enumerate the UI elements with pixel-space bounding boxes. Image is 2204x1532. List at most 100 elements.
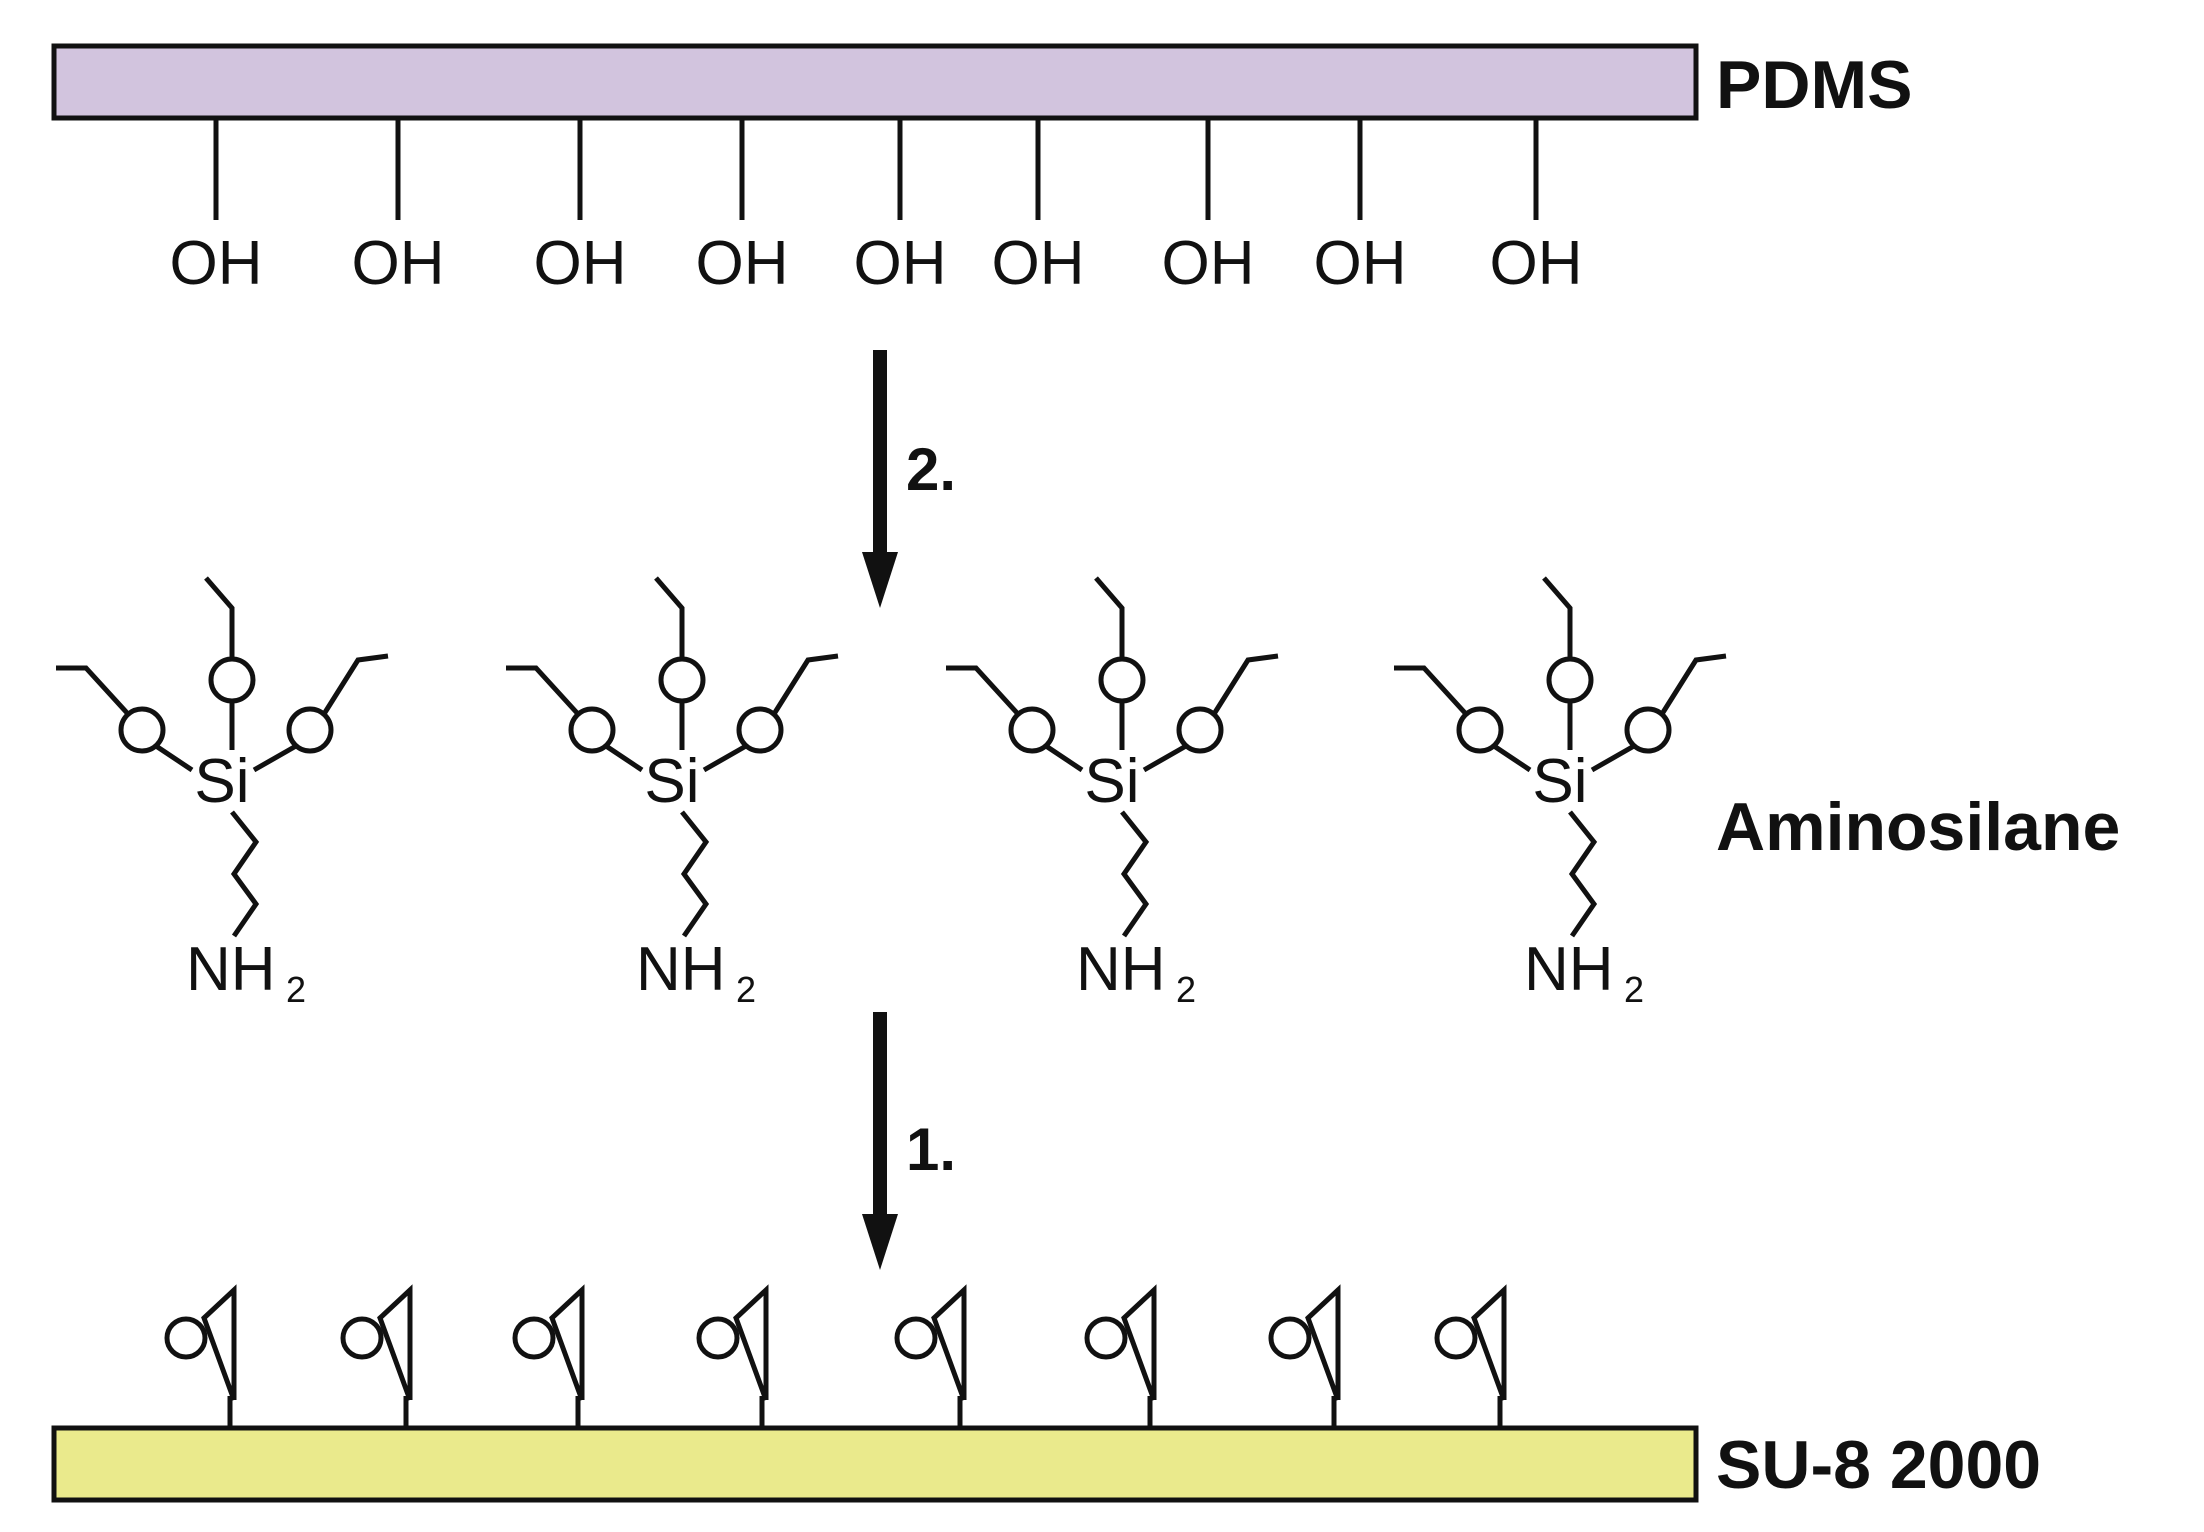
bond	[702, 743, 748, 773]
oxygen-atom	[736, 706, 784, 754]
ethyl-chain	[1094, 576, 1125, 658]
propyl-chain	[230, 810, 260, 938]
amine-subscript: 2	[736, 969, 756, 1010]
hydroxyl-group: OH	[170, 120, 263, 298]
amine-label: NH	[186, 935, 276, 1004]
epoxide-group	[696, 1284, 769, 1426]
propyl-chain	[1120, 810, 1150, 938]
bond	[1590, 743, 1636, 773]
epoxide-ring	[201, 1284, 237, 1401]
oxygen-atom	[286, 706, 334, 754]
epoxide-group	[164, 1284, 237, 1426]
ethyl-chain	[1542, 576, 1573, 658]
oxygen-atom	[1434, 1316, 1478, 1360]
epoxide-groups	[164, 1284, 1507, 1426]
silicon-label: Si	[644, 747, 699, 816]
silicon-label: Si	[1532, 747, 1587, 816]
hydroxyl-group: OH	[854, 120, 947, 298]
oxygen-atom	[1084, 1316, 1128, 1360]
oxygen-atom	[118, 706, 166, 754]
bond	[252, 743, 298, 773]
hydroxyl-label: OH	[992, 229, 1085, 298]
epoxide-group	[512, 1284, 585, 1426]
oxygen-atom	[1008, 706, 1056, 754]
hydroxyl-label: OH	[1314, 229, 1407, 298]
step-2-arrow: 2.	[862, 350, 956, 608]
pdms-bar	[51, 43, 1699, 121]
hydroxyl-label: OH	[534, 229, 627, 298]
oxygen-atom	[696, 1316, 740, 1360]
hydroxyl-groups: OH OH OH OH OH OH OH OH OH	[170, 120, 1583, 298]
silicon-label: Si	[1084, 747, 1139, 816]
amine-subscript: 2	[1624, 969, 1644, 1010]
ethyl-chain	[1659, 653, 1727, 716]
epoxide-ring	[931, 1284, 967, 1401]
propyl-chain	[1568, 810, 1598, 938]
epoxide-group	[894, 1284, 967, 1426]
ethyl-chain	[1211, 653, 1279, 716]
amine-subscript: 2	[286, 969, 306, 1010]
step-1-arrowhead	[862, 1214, 898, 1270]
su8-bar	[51, 1425, 1699, 1503]
ethyl-chain	[506, 665, 580, 716]
hydroxyl-label: OH	[352, 229, 445, 298]
epoxide-group	[1268, 1284, 1341, 1426]
amine-label: NH	[636, 935, 726, 1004]
hydroxyl-label: OH	[170, 229, 263, 298]
epoxide-group	[1434, 1284, 1507, 1426]
hydroxyl-group: OH	[696, 120, 789, 298]
oxygen-atom	[1624, 706, 1672, 754]
bond	[1142, 743, 1188, 773]
pdms-label: PDMS	[1716, 47, 1912, 123]
aminosilane-label: Aminosilane	[1716, 789, 2120, 865]
ethyl-chain	[1394, 665, 1468, 716]
oxygen-atom	[1456, 706, 1504, 754]
epoxide-ring	[733, 1284, 769, 1401]
oxygen-atom	[164, 1316, 208, 1360]
epoxide-ring	[1305, 1284, 1341, 1401]
bond	[604, 743, 644, 773]
oxygen-atom	[512, 1316, 556, 1360]
oxygen-atom	[1268, 1316, 1312, 1360]
hydroxyl-group: OH	[1314, 120, 1407, 298]
oxygen-atom	[208, 656, 256, 704]
ethyl-chain	[321, 653, 389, 716]
oxygen-atom	[1546, 656, 1594, 704]
oxygen-atom	[568, 706, 616, 754]
oxygen-atom	[340, 1316, 384, 1360]
oxygen-atom	[894, 1316, 938, 1360]
amine-subscript: 2	[1176, 969, 1196, 1010]
epoxide-ring	[1471, 1284, 1507, 1401]
epoxide-ring	[1121, 1284, 1157, 1401]
su8-label: SU-8 2000	[1716, 1427, 2041, 1503]
hydroxyl-label: OH	[1162, 229, 1255, 298]
hydroxyl-group: OH	[534, 120, 627, 298]
pdms-layer: PDMS	[51, 43, 1912, 123]
ethyl-chain	[946, 665, 1020, 716]
hydroxyl-group: OH	[992, 120, 1085, 298]
hydroxyl-label: OH	[1490, 229, 1583, 298]
hydroxyl-group: OH	[352, 120, 445, 298]
epoxide-group	[340, 1284, 413, 1426]
epoxide-ring	[549, 1284, 585, 1401]
hydroxyl-label: OH	[696, 229, 789, 298]
propyl-chain	[680, 810, 710, 938]
ethyl-chain	[654, 576, 685, 658]
ethyl-chain	[56, 665, 130, 716]
ethyl-chain	[204, 576, 235, 658]
amine-label: NH	[1076, 935, 1166, 1004]
step-2-arrowhead	[862, 552, 898, 608]
su8-layer: SU-8 2000	[51, 1425, 2041, 1503]
oxygen-atom	[1098, 656, 1146, 704]
epoxide-group	[1084, 1284, 1157, 1426]
hydroxyl-group: OH	[1490, 120, 1583, 298]
oxygen-atom	[1176, 706, 1224, 754]
ethyl-chain	[771, 653, 839, 716]
epoxide-ring	[377, 1284, 413, 1401]
